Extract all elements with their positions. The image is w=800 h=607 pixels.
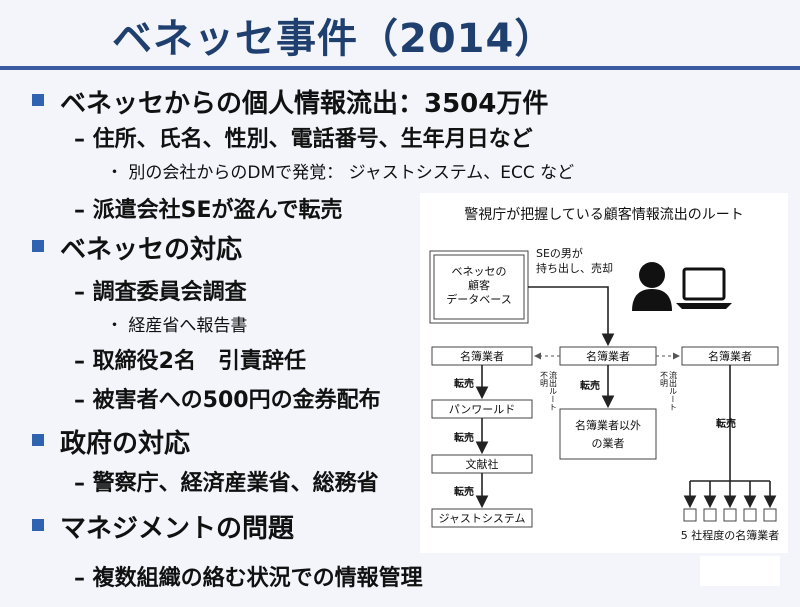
slide-title: ベネッセ事件（2014）: [112, 16, 556, 62]
bullet-govt: 政府の対応: [32, 423, 190, 460]
bullet-mgmt-item: – 複数組織の絡む状況での情報管理: [74, 566, 423, 591]
unknown-right-2: 不明: [660, 371, 669, 388]
bullet-leak-cause: – 派遣会社SEが盗んで転売: [74, 198, 343, 223]
broker-left-label: 名簿業者: [460, 349, 504, 363]
bullet-leak-items: – 住所、氏名、性別、電話番号、生年月日など: [74, 127, 533, 152]
company-box-4: [743, 508, 757, 522]
non-broker-box: [559, 408, 657, 460]
bullet-leak-found: ・ 別の会社からのDMで発覚： ジャストシステム、ECC など: [106, 163, 575, 183]
company-box-1: [683, 508, 697, 522]
se-label-2: 持ち出し、売却: [536, 261, 613, 275]
panworld-label: パンワールド: [449, 403, 516, 416]
justsystem-label: ジャストシステム: [438, 512, 525, 525]
bullet-square-icon: [32, 240, 44, 252]
resale-left-3: 転売: [454, 485, 474, 498]
bullet-leak: ベネッセからの個人情報流出：3504万件: [32, 83, 548, 120]
resale-left-2: 転売: [454, 431, 474, 444]
justsystem-box: [431, 508, 533, 528]
title-divider: [0, 66, 800, 70]
db-label-3: データベース: [446, 292, 511, 306]
corner-patch: [700, 556, 780, 586]
db-label-1: ベネッセの: [452, 265, 507, 278]
bullet-square-icon: [32, 94, 44, 106]
bullet-resign: – 取締役2名 引責辞任: [74, 349, 306, 374]
bullet-ministries: – 警察庁、経済産業省、総務省: [74, 471, 379, 496]
diagram-svg: 警視庁が把握している顧客情報流出のルート ベネッセの 顧客 データベース SEの…: [429, 206, 780, 542]
bullet-mgmt: マネジメントの問題: [32, 508, 294, 545]
unknown-right-1: 流出ルート: [669, 370, 678, 411]
bullet-voucher: – 被害者への500円の金券配布: [74, 388, 381, 413]
database-box-inner: [433, 254, 525, 320]
non-broker-label-2: の業者: [592, 437, 625, 450]
unknown-left-1: 流出ルート: [549, 370, 558, 411]
resale-right: 転売: [716, 417, 736, 430]
company-box-2: [703, 508, 717, 522]
resale-center: 転売: [580, 379, 600, 392]
broker-right-label: 名簿業者: [708, 349, 752, 363]
non-broker-label-1: 名簿業者以外: [575, 418, 641, 432]
leak-route-diagram: 警視庁が把握している顧客情報流出のルート ベネッセの 顧客 データベース SEの…: [420, 193, 788, 553]
db-label-2: 顧客: [468, 278, 490, 292]
person-icon: [632, 262, 672, 311]
arrow-db-to-broker: [528, 286, 615, 347]
company-box-5: [763, 508, 777, 522]
unknown-left-2: 不明: [540, 371, 549, 388]
bullet-investigation: – 調査委員会調査: [74, 280, 247, 305]
bullet-square-icon: [32, 434, 44, 446]
bullet-meti-report: ・ 経産省へ報告書: [106, 316, 248, 336]
bunkensha-label: 文献社: [466, 457, 499, 471]
resale-left-1: 転売: [454, 377, 474, 390]
company-box-3: [723, 508, 737, 522]
se-label-1: SEの男が: [536, 246, 583, 260]
bullet-square-icon: [32, 519, 44, 531]
laptop-icon: [676, 267, 732, 309]
five-companies-label: 5 社程度の名簿業者: [681, 528, 780, 542]
diagram-title: 警視庁が把握している顧客情報流出のルート: [464, 206, 744, 223]
bullet-response: ベネッセの対応: [32, 229, 242, 266]
broker-center-label: 名簿業者: [586, 349, 630, 363]
